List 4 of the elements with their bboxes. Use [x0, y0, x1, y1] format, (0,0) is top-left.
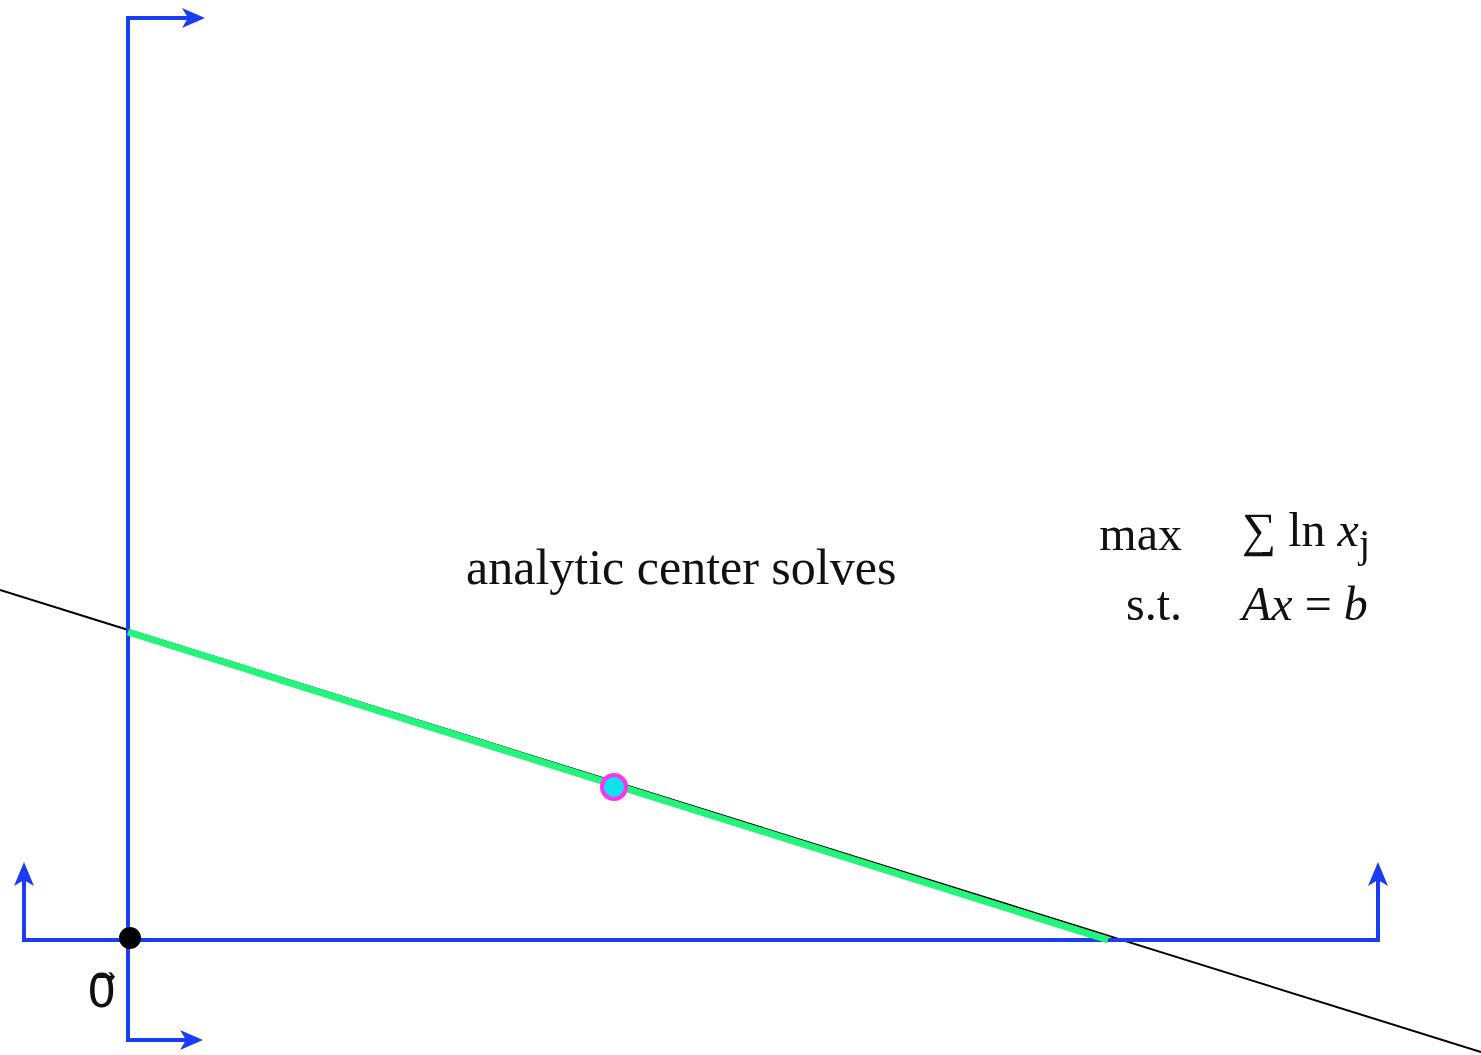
math-label: max	[1098, 510, 1182, 558]
math-label: s.t.	[1125, 580, 1182, 628]
math-label: 0⃗	[87, 968, 117, 1014]
math-label: ∑ ln x$_{j}$	[1242, 506, 1370, 564]
